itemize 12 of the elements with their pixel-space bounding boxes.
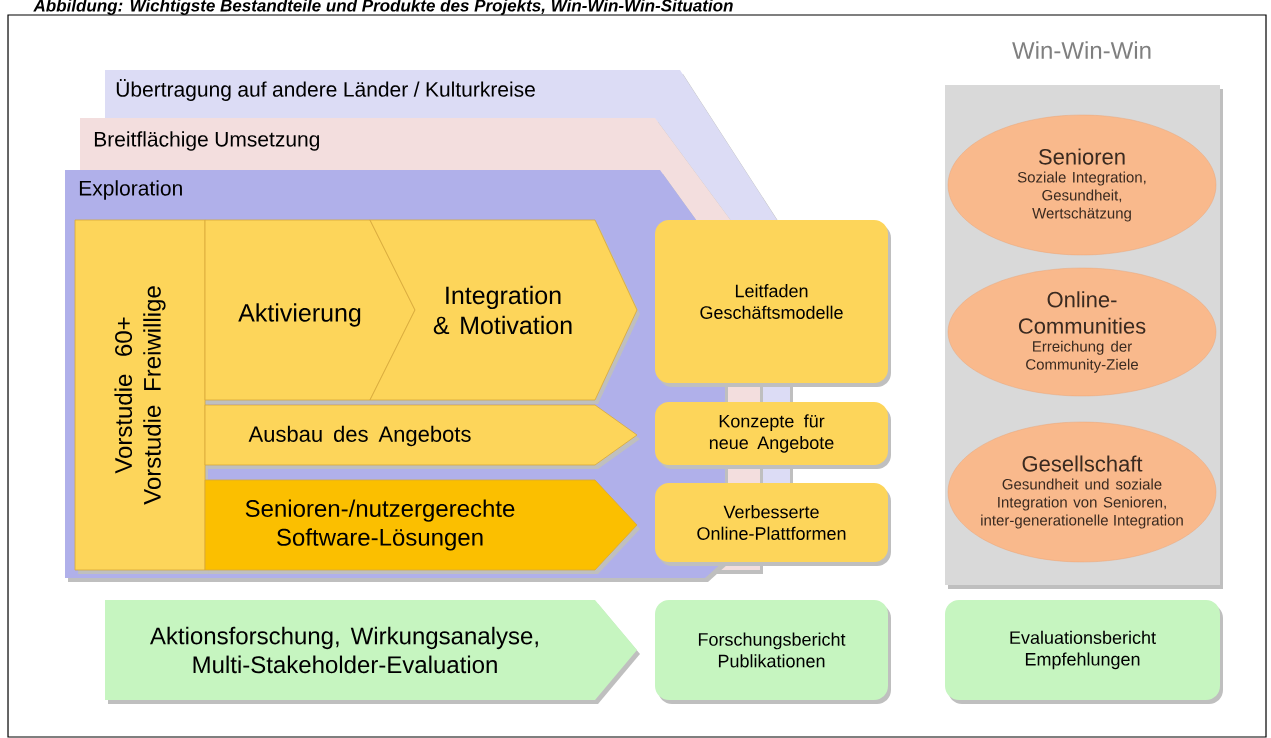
research-step: Aktionsforschung, Wirkungsanalyse, Multi-Stakeholder-Evaluation: [105, 600, 640, 704]
result-box: Konzepte für neue Angebote: [655, 402, 891, 469]
node-label: Win-Win-Win: [1012, 41, 1151, 59]
process-step: Senioren-/nutzergerechte Software-Lösungen: [204, 479, 640, 574]
process-step: Integration & Motivation: [369, 219, 640, 404]
study-bar: Vorstudie 60+ Vorstudie Freiwillige: [74, 219, 208, 574]
process-step: Ausbau des Angebots: [204, 404, 640, 469]
result-box: Evaluationsbericht Empfehlungen: [945, 600, 1223, 704]
result-box: Forschungsbericht Publikationen: [655, 600, 891, 704]
result-box: Verbesserte Online-Plattformen: [655, 483, 891, 566]
figure-title: Abbildung: Wichtigste Bestandteile und Produkte des Projekts, Win-Win-Win-Situation: [33, 0, 733, 15]
result-box: Leitfaden Geschäftsmodelle: [655, 220, 891, 387]
